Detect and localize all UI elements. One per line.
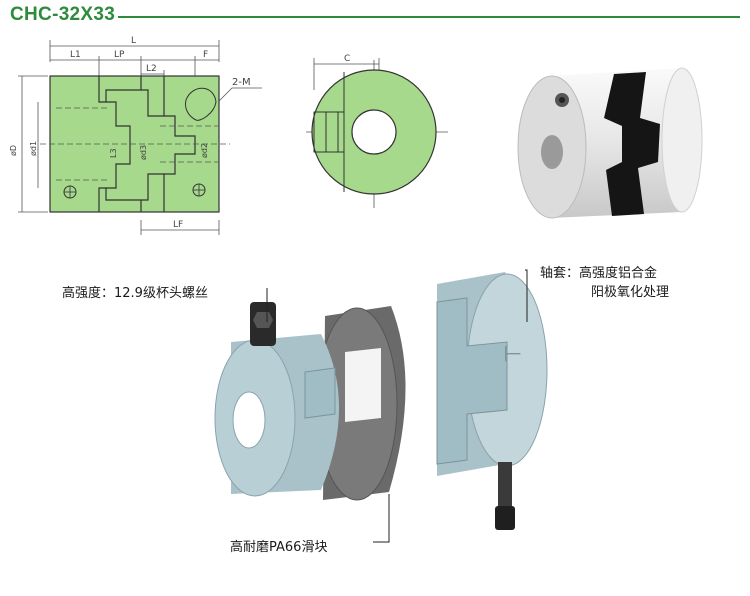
side-view-drawing: L L1 LP L2 F 2-M LF øD ød1 L3 ød3 ød2 xyxy=(9,36,262,235)
end-view-drawing: C xyxy=(306,54,448,208)
slider-callout: 高耐磨PA66滑块 xyxy=(230,540,328,555)
exploded-view-illustration: ⊥ xyxy=(214,269,548,543)
dim-label-d2: ød2 xyxy=(200,143,209,158)
dim-label-L2: L2 xyxy=(146,64,157,74)
page-title: CHC-32X33 xyxy=(10,4,116,25)
dim-label-D: øD xyxy=(9,145,18,156)
dim-label-LP: LP xyxy=(114,50,125,60)
dim-label-L1: L1 xyxy=(70,50,81,60)
dim-label-L3: L3 xyxy=(109,148,118,158)
dim-label-LF: LF xyxy=(173,220,183,230)
dim-label-d3: ød3 xyxy=(139,145,148,160)
screw-callout: 高强度：12.9级杯头螺丝 xyxy=(62,286,208,301)
sleeve-callout-line2: 阳极氧化处理 xyxy=(591,285,670,300)
dim-label-F: F xyxy=(203,50,208,60)
dim-label-2M: 2-M xyxy=(232,77,251,88)
svg-text:⊥: ⊥ xyxy=(499,344,524,363)
sleeve-callout-line1: 轴套：高强度铝合金 xyxy=(540,266,658,281)
dim-label-L: L xyxy=(131,36,136,46)
assembled-coupling-photo xyxy=(517,67,703,219)
dim-label-C: C xyxy=(344,54,350,64)
title-rule xyxy=(118,16,740,18)
dim-label-d1: ød1 xyxy=(29,141,38,156)
